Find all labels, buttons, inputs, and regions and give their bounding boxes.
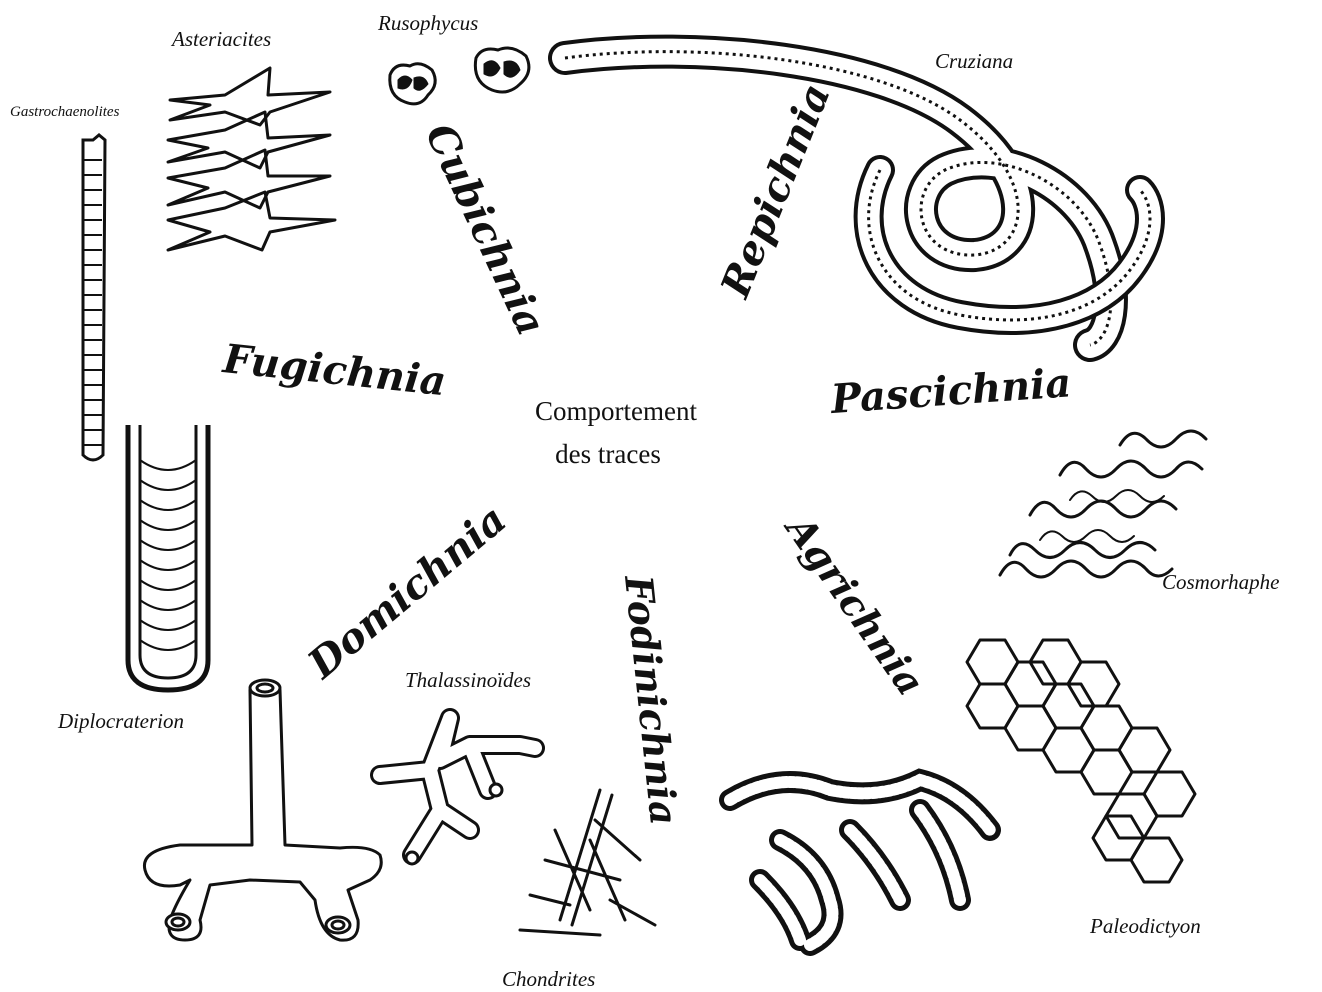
cruziana-illustration (565, 52, 1150, 345)
category-fugichnia: Fugichnia (220, 335, 448, 405)
label-rusophycus: Rusophycus (377, 11, 478, 35)
label-diplocraterion: Diplocraterion (57, 709, 184, 733)
cosmorhaphe-illustration (1000, 431, 1206, 577)
category-domichnia: Domichnia (298, 496, 515, 689)
center-label-line1: Comportement (535, 396, 697, 426)
category-repichnia: Repichnia (711, 77, 839, 305)
paleodictyon-illustration (967, 640, 1195, 882)
label-gastrochaenolites: Gastrochaenolites (10, 104, 120, 120)
category-fodinichnia: Fodinichnia (616, 572, 687, 827)
label-cruziana: Cruziana (935, 49, 1013, 73)
label-cosmorhaphe: Cosmorhaphe (1162, 570, 1279, 594)
asteriacites-illustration (168, 68, 335, 250)
rusophycus-illustration (390, 48, 529, 104)
gastrochaenolites-illustration (83, 135, 105, 460)
chondrites-illustration (520, 790, 655, 935)
thalassinoides-illustration (380, 718, 535, 864)
category-cubichnia: Cubichnia (416, 116, 555, 342)
label-chondrites: Chondrites (502, 967, 595, 991)
label-paleodictyon: Paleodictyon (1089, 914, 1201, 938)
label-asteriacites: Asteriacites (170, 27, 271, 51)
category-pascichnia: Pascichnia (828, 359, 1072, 423)
agrichnia-network-illustration (730, 780, 990, 945)
category-agrichnia: Agrichnia (776, 505, 934, 704)
center-label-line2: des traces (555, 439, 661, 469)
diplocraterion-illustration (128, 425, 208, 690)
label-thalassinoides: Thalassinoïdes (405, 668, 531, 692)
